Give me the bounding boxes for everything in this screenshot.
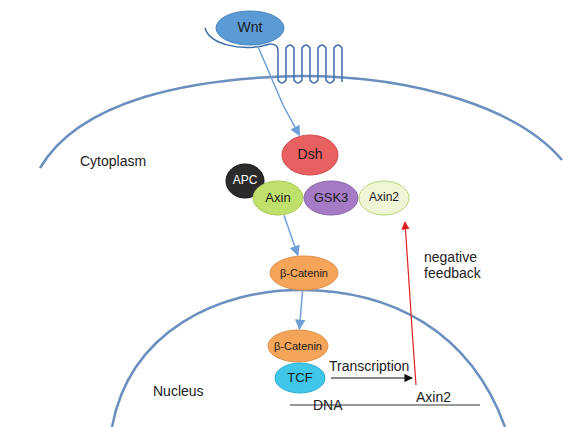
signal-arrow <box>299 291 302 329</box>
molecule-node: Dsh <box>281 134 339 176</box>
molecule-ellipse <box>275 363 325 393</box>
molecule-name: Wnt <box>238 20 263 35</box>
molecule-ellipse <box>253 181 303 215</box>
molecule-node: Axin2 <box>358 180 410 216</box>
annotation-label: DNA <box>313 397 343 413</box>
molecule-ellipse <box>359 181 409 215</box>
nuclear-membrane <box>112 290 505 427</box>
molecule-ellipse <box>268 330 328 362</box>
molecule-node: β-Catenin <box>267 329 329 363</box>
transcription-arrow <box>331 377 412 378</box>
molecule-ellipse <box>282 135 338 175</box>
molecule-name: β-Catenin <box>274 340 322 352</box>
molecule-ellipse <box>304 181 358 215</box>
molecule-node: Axin <box>252 180 304 216</box>
annotation-label: Axin2 <box>416 389 451 405</box>
annotation-label: Nucleus <box>153 383 204 399</box>
annotation-label: negative feedback <box>424 249 496 281</box>
signal-arrow <box>284 216 298 256</box>
annotation-label: Transcription <box>329 358 409 374</box>
annotation-label: Cytoplasm <box>80 153 146 169</box>
molecule-ellipse <box>216 11 284 45</box>
molecule-name: APC <box>233 174 258 187</box>
molecule-ellipse <box>270 256 338 290</box>
signal-arrow <box>258 46 300 136</box>
molecule-name: GSK3 <box>314 191 349 205</box>
molecule-node: β-Catenin <box>269 255 339 291</box>
molecule-name: TCF <box>287 371 312 385</box>
molecule-name: Axin2 <box>369 191 399 204</box>
molecule-node: GSK3 <box>303 180 359 216</box>
molecule-name: β-Catenin <box>280 267 328 279</box>
molecule-node: TCF <box>274 362 326 394</box>
molecule-node: Wnt <box>215 10 285 46</box>
receptor-symbol <box>270 44 342 83</box>
molecule-name: Axin <box>265 191 290 205</box>
molecule-name: Dsh <box>298 147 323 162</box>
